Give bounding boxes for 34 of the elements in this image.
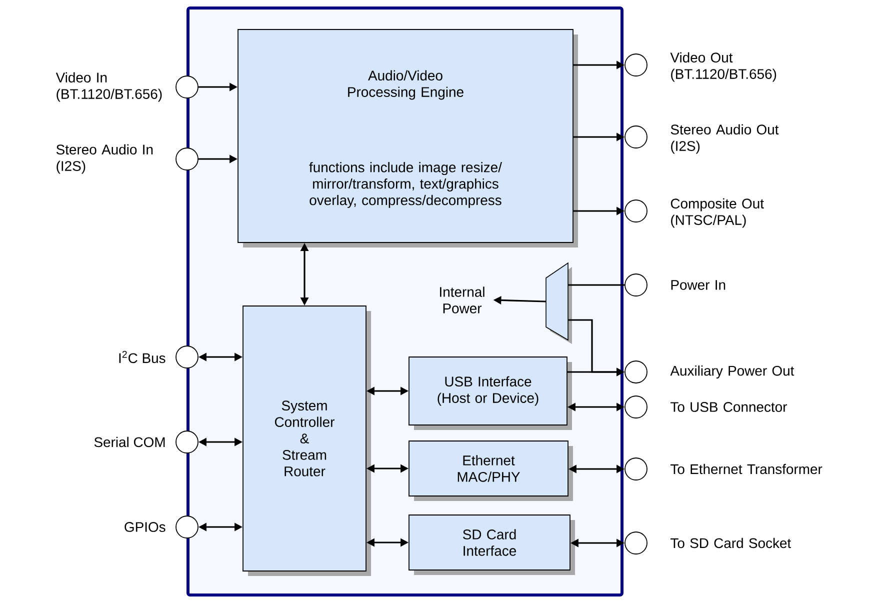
connector-pin [176, 346, 198, 368]
connector-pin [624, 532, 648, 554]
pin-label: To SD Card Socket [670, 538, 792, 548]
connector-pin [176, 76, 198, 98]
connector-pin [176, 430, 198, 454]
pin-label: Composite Out (NTSC/PAL) [670, 198, 764, 228]
pin-label: GPIOs [124, 522, 166, 532]
pin-label: To USB Connector [670, 402, 788, 412]
pin-label: Stereo Audio Out (I2S) [670, 124, 779, 154]
connector-pin [176, 516, 198, 538]
signal-label: Internal Power [440, 286, 484, 314]
connector-pin [624, 54, 648, 76]
pin-label: Stereo Audio In (I2S) [56, 144, 153, 174]
block-box: Audio/Video Processing Engine functions include image resize/ mirror/transform, text/graphics overlay, compress/decompress [238, 29, 578, 248]
block-box: SD Card Interface [408, 514, 575, 575]
connector-pin [624, 274, 648, 296]
pin-label: Power In [671, 280, 726, 290]
pin-label: Auxiliary Power Out [670, 366, 794, 378]
connector-pin [176, 148, 198, 170]
connector-pin [624, 396, 648, 418]
pin-label: To Ethernet Transformer [670, 464, 822, 474]
multiplexer-symbol [546, 262, 572, 344]
connector-pin [624, 360, 648, 384]
connector-line [568, 284, 625, 286]
pin-label: Video In (BT.1120/BT.656) [56, 72, 162, 102]
block-box: System Controller & Stream Router [242, 306, 371, 576]
pin-label: Serial COM [94, 436, 165, 448]
pin-label: I$^{2}$C Bus [119, 350, 166, 364]
block-box: USB Interface (Host or Device) [408, 356, 572, 430]
block-box: Ethernet MAC/PHY [408, 440, 573, 501]
connector-pin [624, 126, 648, 148]
connector-pin [624, 458, 648, 480]
pin-label: Video Out (BT.1120/BT.656) [670, 52, 776, 82]
connector-pin [624, 200, 648, 222]
